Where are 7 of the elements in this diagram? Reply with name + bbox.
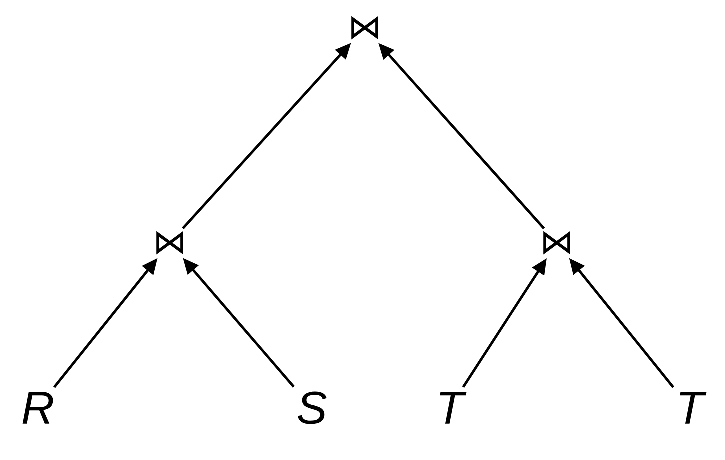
relation-letter: S — [298, 392, 327, 424]
relation-letter: T — [680, 392, 707, 424]
relation-letter: R — [22, 392, 54, 424]
join-symbol: ⋈ — [352, 16, 378, 40]
join-symbol: ⋈ — [156, 231, 184, 255]
relation-letter: T — [440, 392, 467, 424]
join-symbol: ⋈ — [544, 231, 570, 255]
